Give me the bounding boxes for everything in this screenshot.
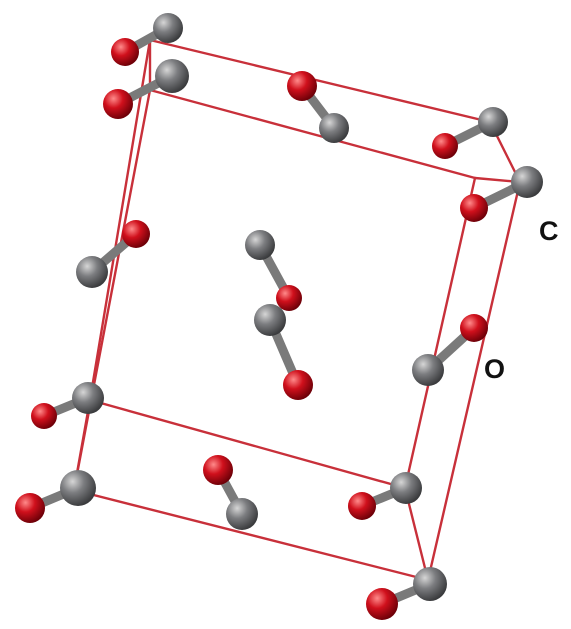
- carbon-atom: [245, 230, 275, 260]
- co-molecule: [103, 59, 189, 119]
- unit-cell-frame: [72, 38, 522, 582]
- co-molecule: [432, 107, 508, 159]
- co-molecule: [460, 166, 543, 222]
- carbon-atom: [76, 256, 108, 288]
- carbon-atom: [153, 13, 183, 43]
- carbon-atom: [72, 382, 104, 414]
- cell-edge: [88, 38, 152, 402]
- oxygen-label: O: [484, 354, 505, 384]
- carbon-atom: [390, 472, 422, 504]
- carbon-atom: [226, 498, 258, 530]
- co-molecule: [245, 230, 302, 311]
- co-molecule: [254, 304, 313, 400]
- co-molecule: [111, 13, 183, 66]
- co-molecule: [76, 220, 150, 288]
- oxygen-atom: [287, 71, 317, 101]
- co-molecule: [366, 567, 447, 620]
- co-molecule: [203, 455, 258, 530]
- oxygen-atom: [460, 194, 488, 222]
- oxygen-atom: [432, 133, 458, 159]
- oxygen-atom: [203, 455, 233, 485]
- cell-edge: [88, 398, 407, 490]
- carbon-atom: [254, 304, 286, 336]
- oxygen-atom: [31, 403, 57, 429]
- oxygen-atom: [348, 492, 376, 520]
- cell-edge: [148, 88, 477, 180]
- co-molecule: [15, 470, 96, 523]
- oxygen-atom: [15, 493, 45, 523]
- cell-edge: [148, 38, 492, 124]
- carbon-atom: [155, 59, 189, 93]
- oxygen-atom: [111, 38, 139, 66]
- co-molecule: [412, 314, 488, 386]
- carbon-atom: [60, 470, 96, 506]
- oxygen-atom: [283, 370, 313, 400]
- cell-edge: [403, 176, 477, 490]
- co-molecule: [31, 382, 104, 429]
- oxygen-atom: [366, 588, 398, 620]
- co-molecule: [348, 472, 422, 520]
- cell-edge: [72, 488, 430, 582]
- carbon-atom: [511, 166, 543, 198]
- carbon-atom: [412, 354, 444, 386]
- carbon-label: C: [539, 216, 559, 246]
- carbon-atom: [319, 113, 349, 143]
- cell-edge: [426, 180, 522, 582]
- oxygen-atom: [122, 220, 150, 248]
- carbon-atom: [413, 567, 447, 601]
- oxygen-atom: [103, 89, 133, 119]
- co-molecule: [287, 71, 349, 143]
- oxygen-atom: [276, 285, 302, 311]
- oxygen-atom: [460, 314, 488, 342]
- carbon-atom: [478, 107, 508, 137]
